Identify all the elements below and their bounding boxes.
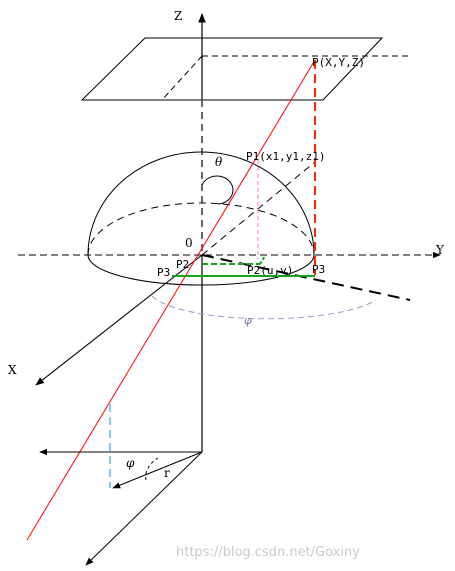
z-axis-label: Z bbox=[174, 9, 182, 23]
x-axis-label: X bbox=[8, 363, 17, 377]
p3-left-label: P3 bbox=[157, 266, 170, 279]
p3-right-label: P3 bbox=[312, 263, 325, 276]
theta-arc bbox=[201, 175, 234, 205]
p1-point-label: P1(x1,y1,z1) bbox=[246, 150, 325, 163]
watermark: https://blog.csdn.net/Goxiny bbox=[176, 545, 360, 560]
p-point-label: P(X,Y,Z) bbox=[312, 56, 365, 69]
x-axis bbox=[35, 254, 203, 386]
p1-direction bbox=[201, 161, 316, 256]
phi-lower-label: φ bbox=[126, 456, 135, 470]
origin-label: 0 bbox=[185, 236, 193, 250]
lower-helper bbox=[39, 404, 203, 566]
p2-point-label: P2(u,v) bbox=[247, 264, 293, 277]
p2-short-label: P2 bbox=[176, 258, 189, 271]
incident-ray bbox=[26, 59, 316, 541]
projection-ray-dashed bbox=[201, 254, 411, 301]
theta-label: θ bbox=[215, 155, 223, 169]
green-projection bbox=[172, 255, 315, 277]
y-axis-label: Y bbox=[435, 243, 445, 257]
r-label: r bbox=[164, 466, 170, 480]
phi-arc bbox=[151, 295, 377, 320]
phi-upper-label: φ bbox=[244, 314, 252, 327]
hemisphere bbox=[87, 151, 315, 286]
image-plane bbox=[80, 37, 410, 101]
